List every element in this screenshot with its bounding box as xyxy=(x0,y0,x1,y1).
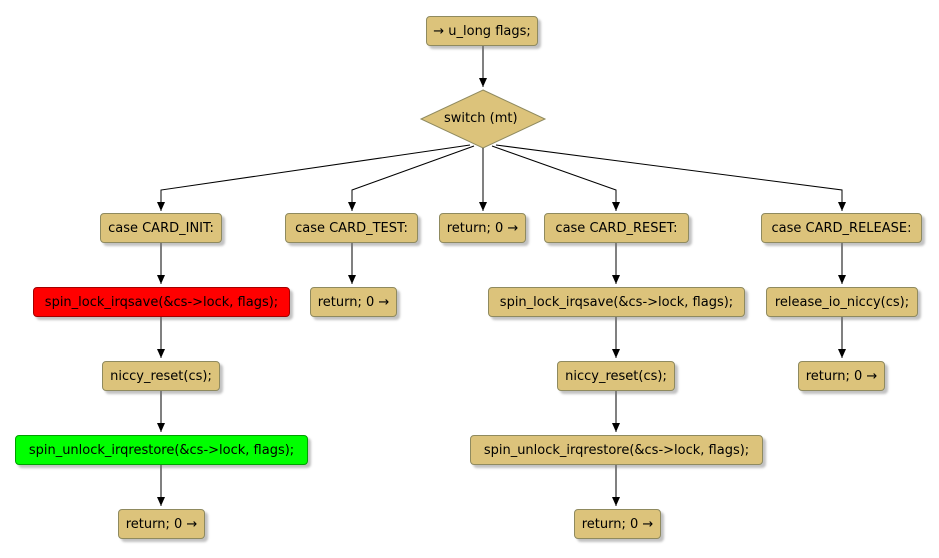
c1-spin-lock-node: spin_lock_irqsave(&cs->lock, flags); xyxy=(33,287,290,317)
c1-spin-unlock-node: spin_unlock_irqrestore(&cs->lock, flags)… xyxy=(15,435,308,465)
return-default: return; 0 → xyxy=(439,213,526,243)
c1-niccy-reset-node: niccy_reset(cs); xyxy=(102,361,220,391)
edge-switch-to-case-4 xyxy=(491,145,620,211)
case-card-test-label: case CARD_TEST: xyxy=(295,220,408,236)
case-card-release: case CARD_RELEASE: xyxy=(761,213,922,243)
c4-spin-unlock-label: spin_unlock_irqrestore(&cs->lock, flags)… xyxy=(483,442,750,458)
case-card-test: case CARD_TEST: xyxy=(285,213,418,243)
c4-spin-lock-node: spin_lock_irqsave(&cs->lock, flags); xyxy=(488,287,745,317)
c5-return-node: return; 0 → xyxy=(798,361,885,391)
c4-niccy-reset-label: niccy_reset(cs); xyxy=(565,368,667,384)
c2-return-node: return; 0 → xyxy=(310,287,397,317)
c4-return-label: return; 0 → xyxy=(581,516,654,532)
c1-niccy-reset-label: niccy_reset(cs); xyxy=(110,368,212,384)
start-node: → u_long flags; xyxy=(426,16,538,46)
case-card-reset-label: case CARD_RESET: xyxy=(555,220,678,236)
c1-return-label: return; 0 → xyxy=(125,516,198,532)
edge-switch-to-case-5 xyxy=(495,144,846,211)
case-card-init-label: case CARD_INIT: xyxy=(108,220,214,236)
c1-spin-lock-label: spin_lock_irqsave(&cs->lock, flags); xyxy=(44,294,279,310)
c1-spin-unlock-label: spin_unlock_irqrestore(&cs->lock, flags)… xyxy=(28,442,295,458)
c5-return-label: return; 0 → xyxy=(805,368,878,384)
case-card-init: case CARD_INIT: xyxy=(100,213,222,243)
c4-spin-lock-label: spin_lock_irqsave(&cs->lock, flags); xyxy=(499,294,734,310)
edge-switch-to-case-1 xyxy=(157,144,471,211)
case-card-release-label: case CARD_RELEASE: xyxy=(771,220,912,236)
c4-return-node: return; 0 → xyxy=(574,509,661,539)
c4-niccy-reset-node: niccy_reset(cs); xyxy=(557,361,675,391)
c4-spin-unlock-node: spin_unlock_irqrestore(&cs->lock, flags)… xyxy=(470,435,763,465)
case-card-reset: case CARD_RESET: xyxy=(544,213,689,243)
c1-return-node: return; 0 → xyxy=(118,509,205,539)
start-label: → u_long flags; xyxy=(433,23,531,39)
c5-release-node: release_io_niccy(cs); xyxy=(766,287,918,317)
c5-release-label: release_io_niccy(cs); xyxy=(774,294,910,310)
edge-switch-to-case-2 xyxy=(348,145,475,211)
c2-return-label: return; 0 → xyxy=(317,294,390,310)
switch-label: switch (mt) xyxy=(444,111,518,126)
return-default-label: return; 0 → xyxy=(446,220,519,236)
